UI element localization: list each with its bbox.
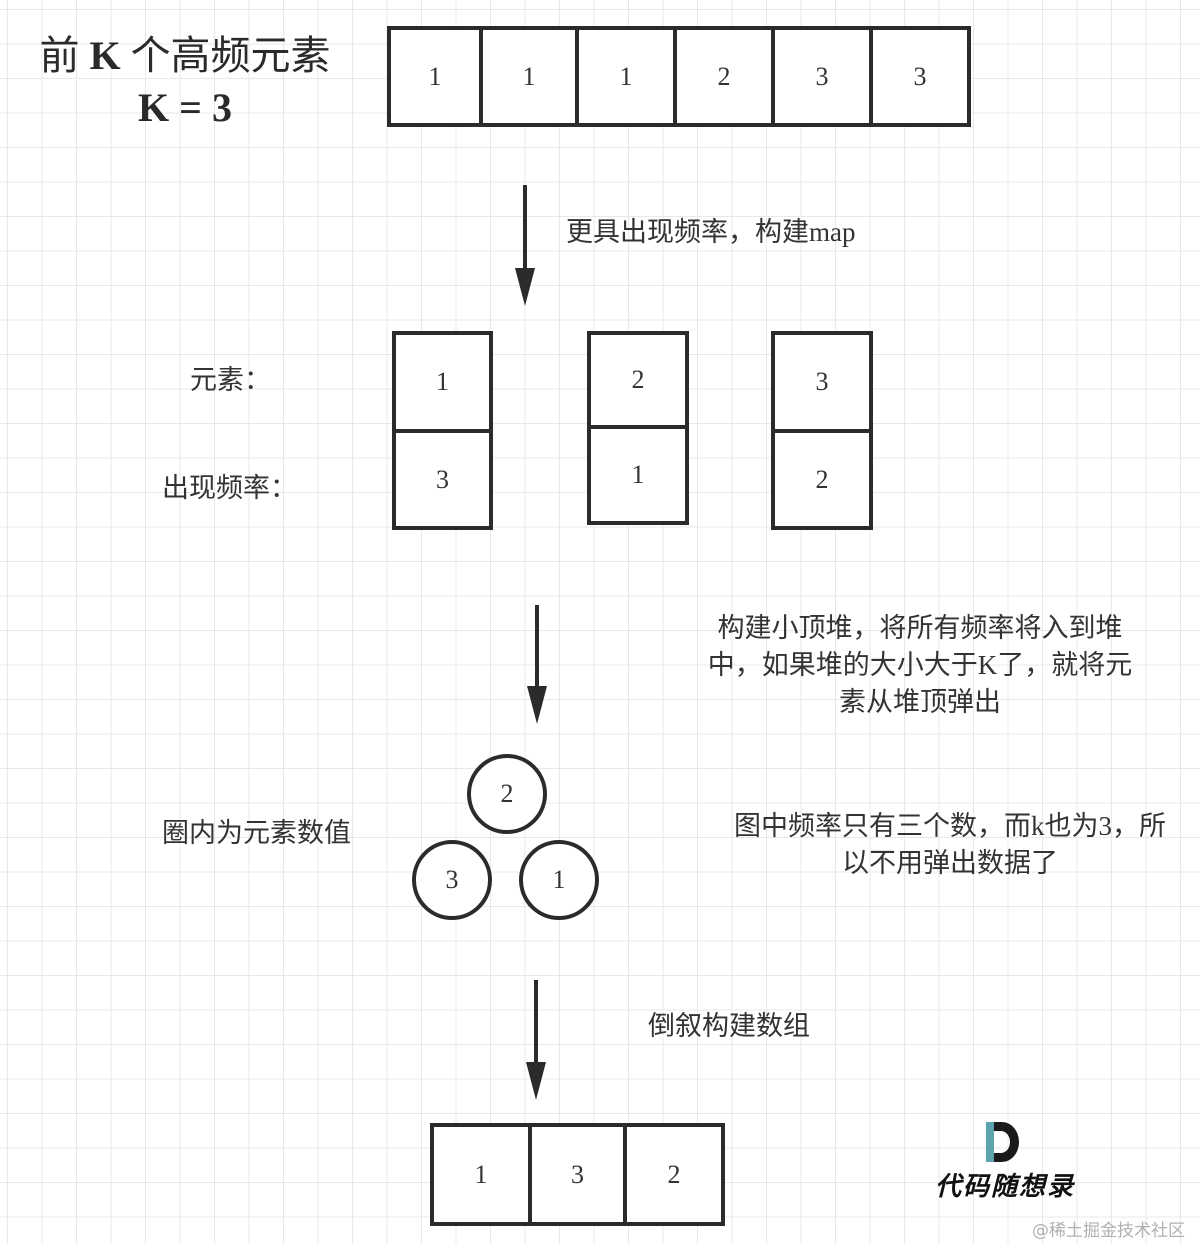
- step2-caption-line: 素从堆顶弹出: [839, 687, 1001, 717]
- step3-caption: 倒叙构建数组: [648, 1011, 810, 1041]
- step2-caption-line: 构建小顶堆，将所有频率将入到堆: [717, 613, 1123, 643]
- diagram-title: 前 K 个高频元素 K = 3: [20, 30, 350, 134]
- input-array-cell: 2: [673, 26, 775, 127]
- input-array-cell: 1: [575, 26, 677, 127]
- heap-node-right: 1: [519, 840, 599, 920]
- heap-node-left: 3: [412, 840, 492, 920]
- map-element-cell: 2: [587, 331, 689, 429]
- map-frequency-cell: 1: [587, 425, 689, 525]
- heap-note-line: 图中频率只有三个数，而k也为3，所: [734, 811, 1166, 841]
- result-array-cell: 1: [430, 1123, 532, 1226]
- input-array-cell: 1: [479, 26, 579, 127]
- step2-caption: 构建小顶堆，将所有频率将入到堆 中，如果堆的大小大于K了，就将元 素从堆顶弹出: [680, 610, 1160, 721]
- element-label: 元素：: [190, 365, 271, 395]
- heap-note: 图中频率只有三个数，而k也为3，所 以不用弹出数据了: [705, 808, 1195, 882]
- step2-caption-line: 中，如果堆的大小大于K了，就将元: [707, 650, 1133, 680]
- title-k: K: [79, 33, 131, 78]
- map-frequency-cell: 2: [771, 429, 873, 530]
- map-element-cell: 3: [771, 331, 873, 433]
- heap-note-line: 以不用弹出数据了: [842, 848, 1058, 878]
- title-line-1: 前 K 个高频元素: [20, 30, 350, 82]
- result-array-cell: 2: [623, 1123, 725, 1226]
- input-array-cell: 3: [869, 26, 971, 127]
- logo-text: 代码随想录: [935, 1172, 1076, 1201]
- watermark: @稀土掘金技术社区: [1032, 1221, 1185, 1241]
- title-prefix: 前: [39, 33, 80, 78]
- heap-node-top: 2: [467, 754, 547, 834]
- logo-d-icon: [986, 1122, 1020, 1162]
- result-array-cell: 3: [528, 1123, 627, 1226]
- map-element-cell: 1: [392, 331, 493, 433]
- input-array-cell: 3: [771, 26, 873, 127]
- frequency-label: 出现频率：: [162, 473, 297, 503]
- title-suffix: 个高频元素: [130, 33, 331, 78]
- map-frequency-cell: 3: [392, 429, 493, 530]
- heap-legend: 圈内为元素数值: [162, 818, 351, 848]
- input-array-cell: 1: [387, 26, 483, 127]
- step1-caption: 更具出现频率，构建map: [566, 217, 856, 247]
- title-line-2: K = 3: [138, 85, 232, 130]
